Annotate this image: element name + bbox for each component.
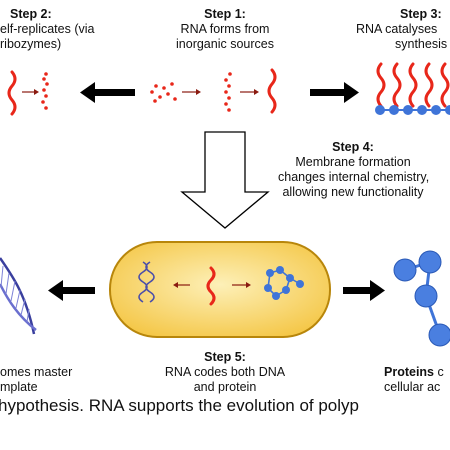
step3-heading: Step 3: [400,7,442,21]
step2-heading: Step 2: [10,7,52,21]
step3-line1: RNA catalyses [356,22,438,36]
arrow-step1-to-step2 [80,82,135,103]
step5-line2: and protein [193,380,257,394]
proteins-label-line1: Proteins c [384,365,444,380]
step5-heading: Step 5: [204,350,246,364]
arrow-cell-to-proteins [343,280,385,301]
proteins-label-rest: c [434,365,444,379]
arrow-cell-to-dna [48,280,95,301]
protein-chain [393,250,450,347]
arrow-step4-down [180,131,270,229]
step4-line1: Membrane formation [295,155,411,169]
dna-double-helix [0,257,37,335]
proteins-label-bold: Proteins [384,365,435,379]
dna-label-line2: mplate [0,380,38,394]
step4-line3: allowing new functionality [282,185,424,199]
step5-line1: RNA codes both DNA [164,365,286,379]
step3-rna-illustration [375,62,450,115]
step2-line2: ribozymes) [0,37,62,51]
arrow-step1-to-step3 [310,82,359,103]
step1-rna-illustration [150,68,277,114]
proteins-label-line2: cellular ac [384,380,441,394]
protocell-contents [138,261,304,306]
step4-heading: Step 4: [332,140,374,154]
figure-caption: hypothesis. RNA supports the evolution o… [0,396,359,415]
step3-line2: synthesis [395,37,448,51]
step1-line1: RNA forms from [180,22,270,36]
step4-line2: changes internal chemistry, [278,170,430,184]
step2-line1: elf-replicates (via [0,22,95,36]
step2-rna-illustration [7,70,49,116]
step1-line2: inorganic sources [176,37,274,51]
dna-label-line1: omes master [0,365,73,379]
protocell-membrane [109,241,331,338]
step1-heading: Step 1: [204,7,246,21]
